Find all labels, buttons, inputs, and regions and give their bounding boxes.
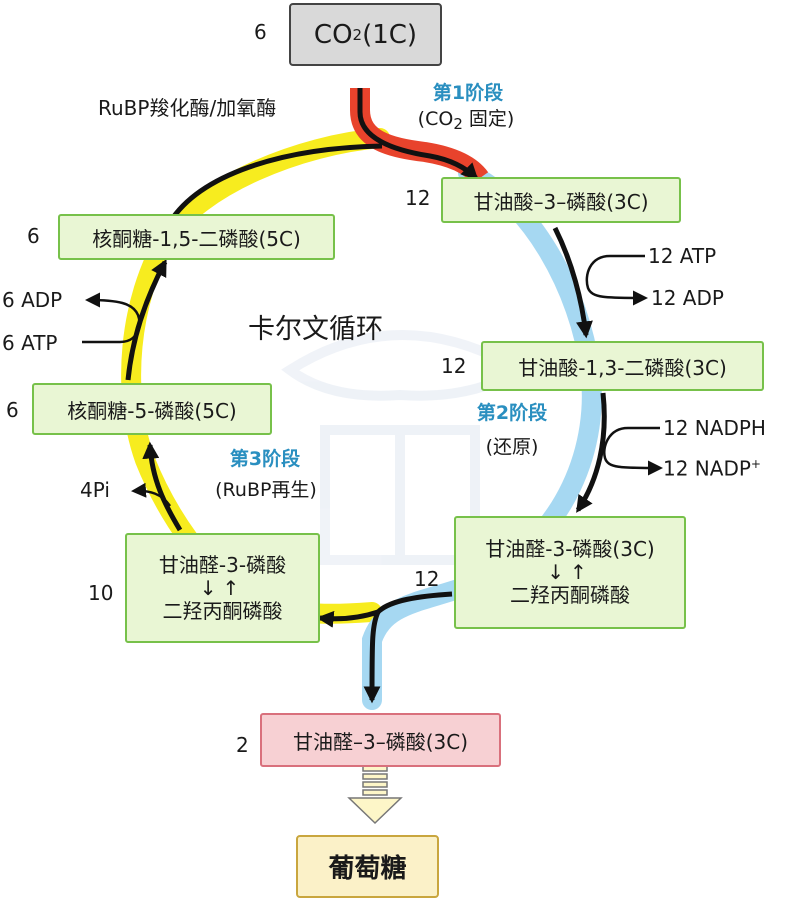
calvin-cycle-title: 卡尔文循环: [248, 314, 383, 345]
co2-suffix: (1C): [362, 19, 418, 50]
r5p-label: 核酮糖-5-磷酸(5C): [67, 398, 237, 423]
stage2-title: 第2阶段: [476, 402, 548, 424]
g3p-dhap-right-box: 甘油醛-3-磷酸(3C) ↓↑ 二羟丙酮磷酸: [454, 516, 686, 629]
g3p-left-count: 10: [88, 581, 114, 605]
arrow-bpg-to-g3p: [575, 392, 607, 513]
reduction-band: [362, 163, 602, 710]
pi-release-arrow: [131, 482, 172, 507]
stage1-title: 第1阶段: [432, 82, 504, 104]
atp-adp-reduction-arrow: [585, 254, 648, 306]
g3p-output-label: 甘油醛–3–磷酸(3C): [292, 729, 469, 754]
bpg-count: 12: [441, 354, 467, 378]
rubp-label: 核酮糖-1,5-二磷酸(5C): [92, 226, 301, 251]
atp6-in-label: 6 ATP: [2, 331, 58, 355]
stage2-subtitle: (还原): [485, 436, 539, 458]
glucose-box: 葡萄糖: [296, 835, 439, 898]
nadph-nadp-arrow: [603, 426, 663, 476]
arrow-pga-to-bpg: [552, 226, 593, 339]
g3p-dhap-left-box: 甘油醛-3-磷酸 ↓↑ 二羟丙酮磷酸: [125, 533, 320, 643]
co2-subscript: 2: [352, 25, 363, 44]
bpg-box: 甘油酸-1,3-二磷酸(3C): [481, 341, 764, 391]
stage1-sub-suffix: 固定): [462, 108, 515, 130]
nadp-out-sup: +: [750, 457, 761, 471]
g3p-left-bottom: 二羟丙酮磷酸: [162, 598, 283, 623]
adp-out-label: 12 ADP: [651, 286, 724, 310]
nadph-in-label: 12 NADPH: [663, 416, 766, 440]
pi-out-label: 4Pi: [80, 478, 110, 502]
glucose-arrow: [347, 765, 403, 825]
enzyme-label: RuBP羧化酶/加氧酶: [98, 96, 277, 120]
g3p-out-count: 2: [236, 733, 249, 757]
atp-in-label: 12 ATP: [648, 244, 717, 268]
arrow-g3p-split: [376, 591, 453, 614]
rubp-count: 6: [27, 224, 40, 248]
g3p-left-arrows: ↓↑: [199, 575, 246, 600]
g3p-right-top: 甘油醛-3-磷酸(3C): [485, 537, 655, 561]
g3p-right-arrows: ↓↑: [547, 560, 593, 584]
glucose-label: 葡萄糖: [328, 854, 407, 884]
stage1-sub-subscript: 2: [453, 115, 463, 133]
arrow-rubp-to-fixation: [167, 143, 383, 224]
g3p-right-count: 12: [414, 567, 440, 591]
pga-label: 甘油酸–3–磷酸(3C): [473, 189, 649, 214]
g3p-left-top: 甘油醛-3-磷酸: [158, 552, 287, 577]
r5p-count: 6: [6, 398, 19, 422]
g3p-output-box: 甘油醛–3–磷酸(3C): [260, 713, 501, 767]
atp-adp-regen-arrow: [82, 292, 141, 344]
arrow-to-left-pair: [316, 609, 379, 628]
arrow-g3p-output: [363, 610, 381, 704]
bpg-label: 甘油酸-1,3-二磷酸(3C): [518, 355, 727, 380]
arrow-left-pair-to-r5p: [142, 441, 183, 532]
pga-count: 12: [405, 186, 431, 210]
stage3-subtitle: (RuBP再生): [215, 479, 317, 501]
co2-count: 6: [254, 20, 267, 44]
stage3-title: 第3阶段: [229, 448, 301, 470]
arrow-co2-fixation: [357, 88, 479, 181]
co2-label: CO: [313, 19, 353, 50]
adp6-out-label: 6 ADP: [2, 288, 63, 312]
pga-box: 甘油酸–3–磷酸(3C): [441, 177, 681, 223]
g3p-right-bottom: 二羟丙酮磷酸: [510, 583, 630, 607]
r5p-box: 核酮糖-5-磷酸(5C): [32, 383, 272, 435]
nadp-out-text: 12 NADP: [663, 456, 751, 481]
rubp-box: 核酮糖-1,5-二磷酸(5C): [58, 214, 335, 260]
stage1-subtitle: (CO2 固定): [396, 110, 536, 132]
stage1-sub-prefix: (CO: [417, 108, 454, 130]
nadp-out-label: 12 NADP+: [663, 458, 761, 479]
